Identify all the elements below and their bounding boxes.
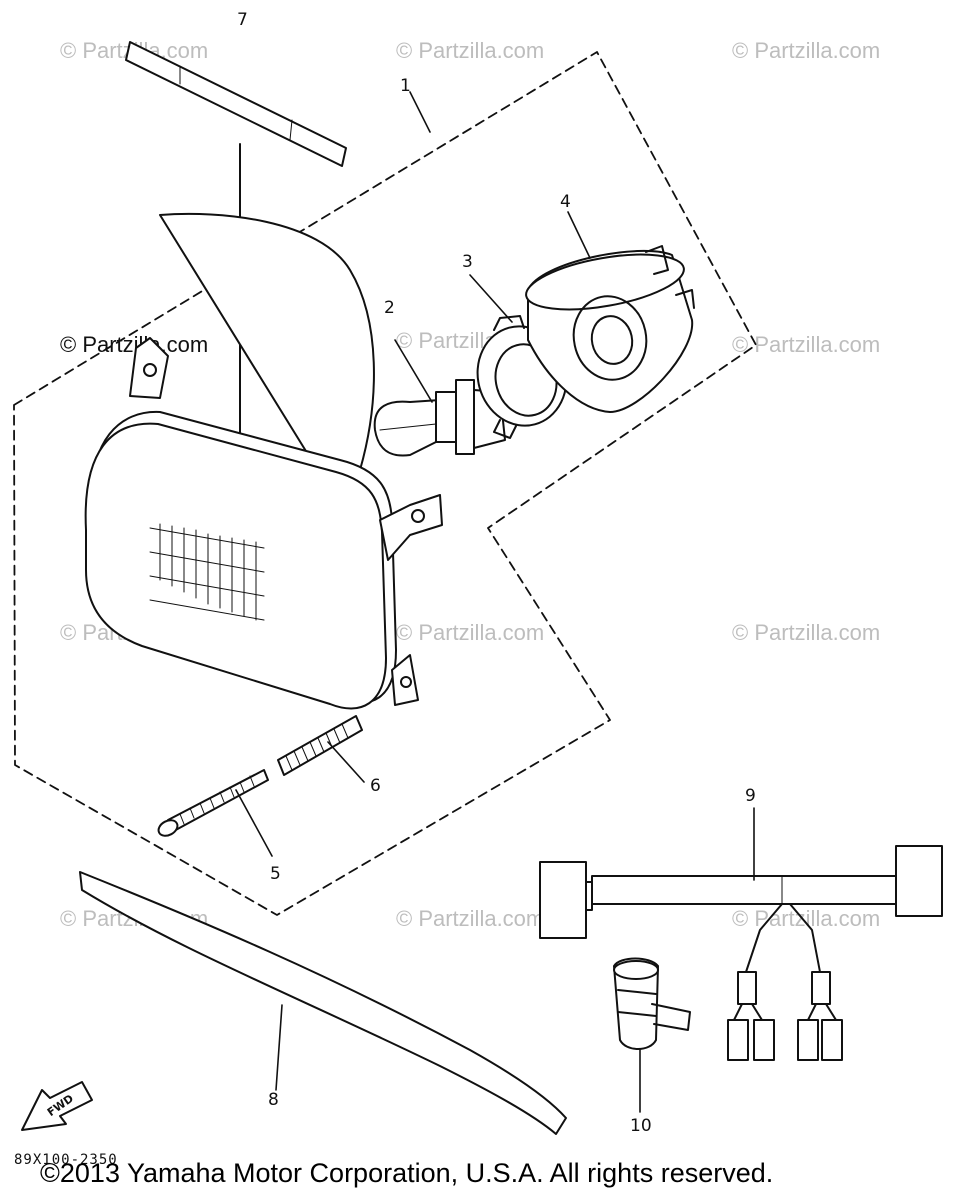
watermark: © Partzilla.com [396, 38, 545, 63]
callout-3: 3 [462, 252, 473, 272]
callout-1: 1 [400, 76, 411, 96]
watermark-dark: © Partzilla.com [60, 332, 209, 357]
watermark: © Partzilla.com [732, 906, 881, 931]
callout-10: 10 [630, 1116, 652, 1136]
watermark: © Partzilla.com [732, 332, 881, 357]
forward-arrow [22, 1082, 92, 1130]
part-1-headlight-housing [86, 214, 442, 709]
leader-1 [410, 92, 430, 132]
part-10-clamp [614, 959, 690, 1113]
part-4-socket-cover [522, 212, 694, 412]
watermark: © Partzilla.com [396, 906, 545, 931]
part-8-trim-strip [80, 872, 566, 1134]
callout-5: 5 [270, 864, 281, 884]
callout-9: 9 [745, 786, 756, 806]
callout-4: 4 [560, 192, 571, 212]
part-5-bolt [156, 770, 272, 856]
callout-7: 7 [237, 10, 248, 30]
part-9-wire-harness [540, 808, 942, 1060]
watermark: © Partzilla.com [396, 620, 545, 645]
part-6-spring [278, 716, 364, 782]
copyright-notice: ©2013 Yamaha Motor Corporation, U.S.A. A… [40, 1158, 774, 1188]
callout-8: 8 [268, 1090, 279, 1110]
assembly-boundary [14, 52, 756, 915]
watermark: © Partzilla.com [732, 38, 881, 63]
callout-6: 6 [370, 776, 381, 796]
watermark: © Partzilla.com [732, 620, 881, 645]
callout-2: 2 [384, 298, 395, 318]
diagram-code: 89X100-2350 [14, 1152, 118, 1168]
